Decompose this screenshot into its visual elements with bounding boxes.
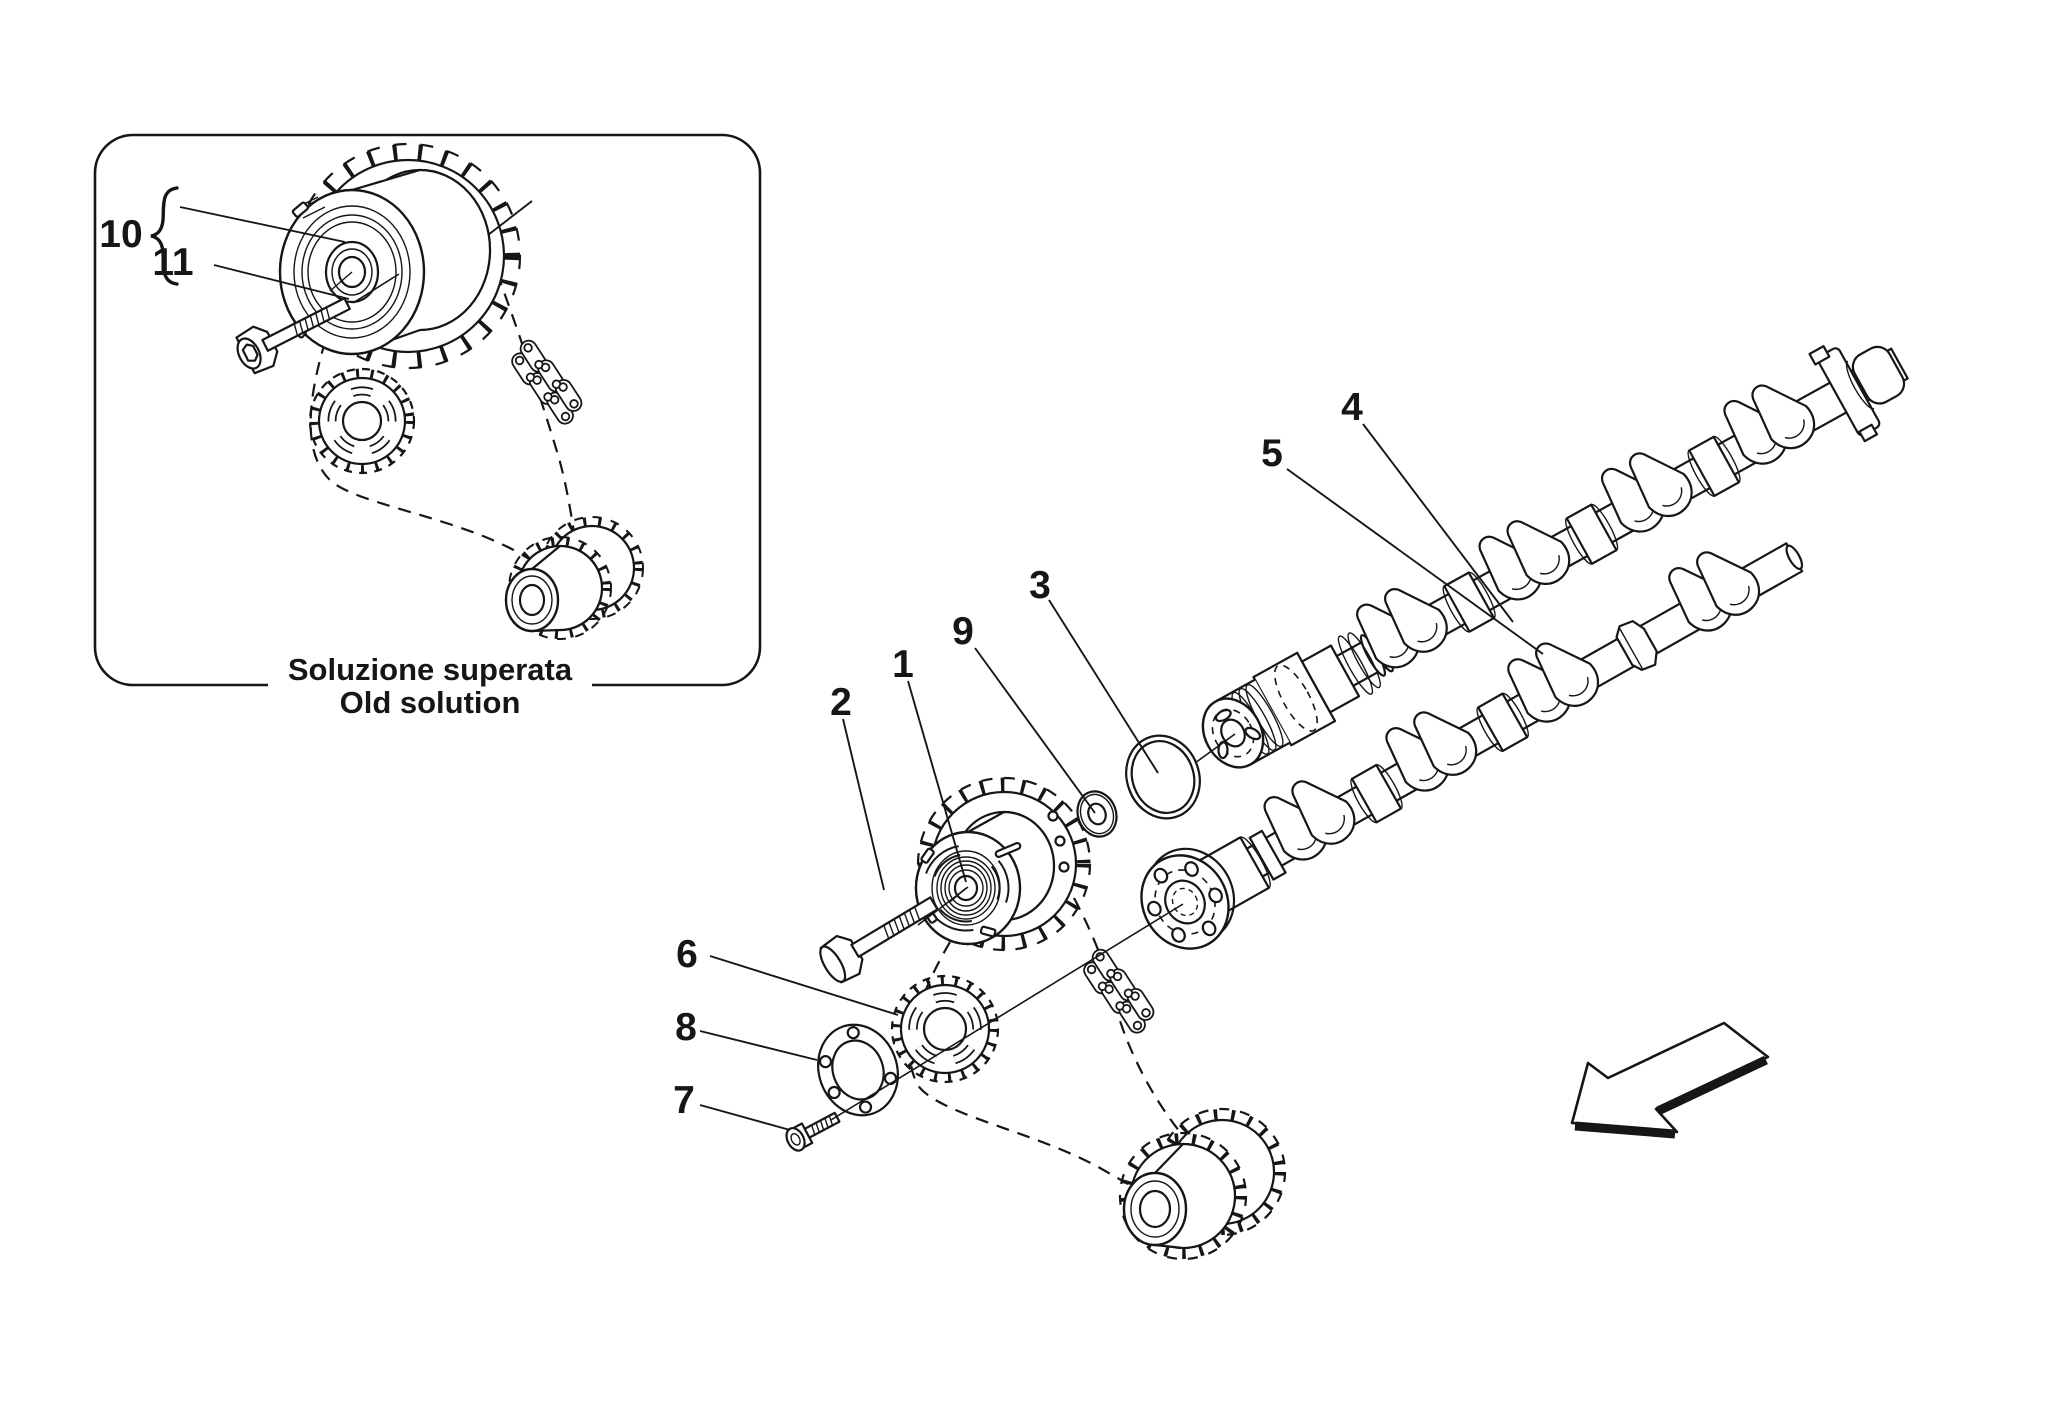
callout-1: 1 (892, 643, 914, 686)
inset-caption-english: Old solution (340, 685, 521, 720)
variator-bolt-old (235, 297, 351, 375)
camshaft-upper (1201, 345, 1909, 769)
cam-hex-collar (1615, 620, 1658, 671)
leader-lines (699, 423, 1544, 1131)
callout-brace (150, 186, 179, 286)
cam-trigger-end (1808, 345, 1906, 443)
callout-11: 11 (152, 241, 193, 284)
timing-sprocket-old (308, 367, 416, 475)
bolt-axis-line-old (352, 273, 400, 304)
washer (1076, 790, 1118, 838)
double-sprocket-old (504, 516, 644, 640)
timing-sprocket (890, 974, 1000, 1084)
screw-axis-line (830, 903, 1184, 1121)
caption-backing (268, 660, 592, 702)
callout-6: 6 (676, 933, 698, 976)
callout-9: 9 (952, 610, 974, 653)
cam-lobes (1356, 384, 1816, 669)
sprocket-slots (327, 386, 397, 455)
locking-plate (817, 1023, 899, 1117)
inset-caption-italian: Soluzione superata (288, 652, 573, 687)
inset-chain-path-right (495, 272, 578, 546)
leader-line-10 (179, 206, 346, 243)
variator-pin (994, 841, 1022, 859)
chain-link-segment (1083, 948, 1155, 1034)
variator-bolt (819, 896, 939, 984)
o-ring (1125, 734, 1201, 820)
cam-front-journal (1201, 632, 1381, 769)
cam-journals (1442, 435, 1741, 633)
camshaft-lower (1140, 542, 1804, 950)
direction-arrow-icon (1570, 1021, 1770, 1139)
inset-chain-path-left (309, 319, 543, 569)
plate-screw (785, 1111, 841, 1152)
callout-7: 7 (673, 1079, 695, 1122)
leader-line-gear-tooth (487, 200, 533, 236)
oring-axis-line (1194, 733, 1236, 764)
callout-4: 4 (1341, 386, 1363, 429)
callout-8: 8 (675, 1006, 697, 1049)
bolt-axis-line (917, 886, 969, 926)
callout-2: 2 (830, 681, 852, 724)
inset-old-solution-box: Soluzione superata Old solution 10 11 (93, 133, 762, 720)
variator-gear-old (278, 142, 522, 370)
chain-link-segment-old (511, 339, 583, 425)
double-sprocket (1118, 1107, 1287, 1261)
chain-path-left (909, 941, 1129, 1185)
callout-5: 5 (1261, 432, 1283, 475)
cam-lobes (1263, 551, 1761, 861)
cam-mounting-flange (1140, 847, 1236, 950)
variator-gear (914, 776, 1092, 952)
leader-line-11 (213, 264, 350, 300)
cam-journals (1350, 692, 1529, 824)
callout-3: 3 (1029, 564, 1051, 607)
callout-10: 10 (99, 213, 142, 256)
